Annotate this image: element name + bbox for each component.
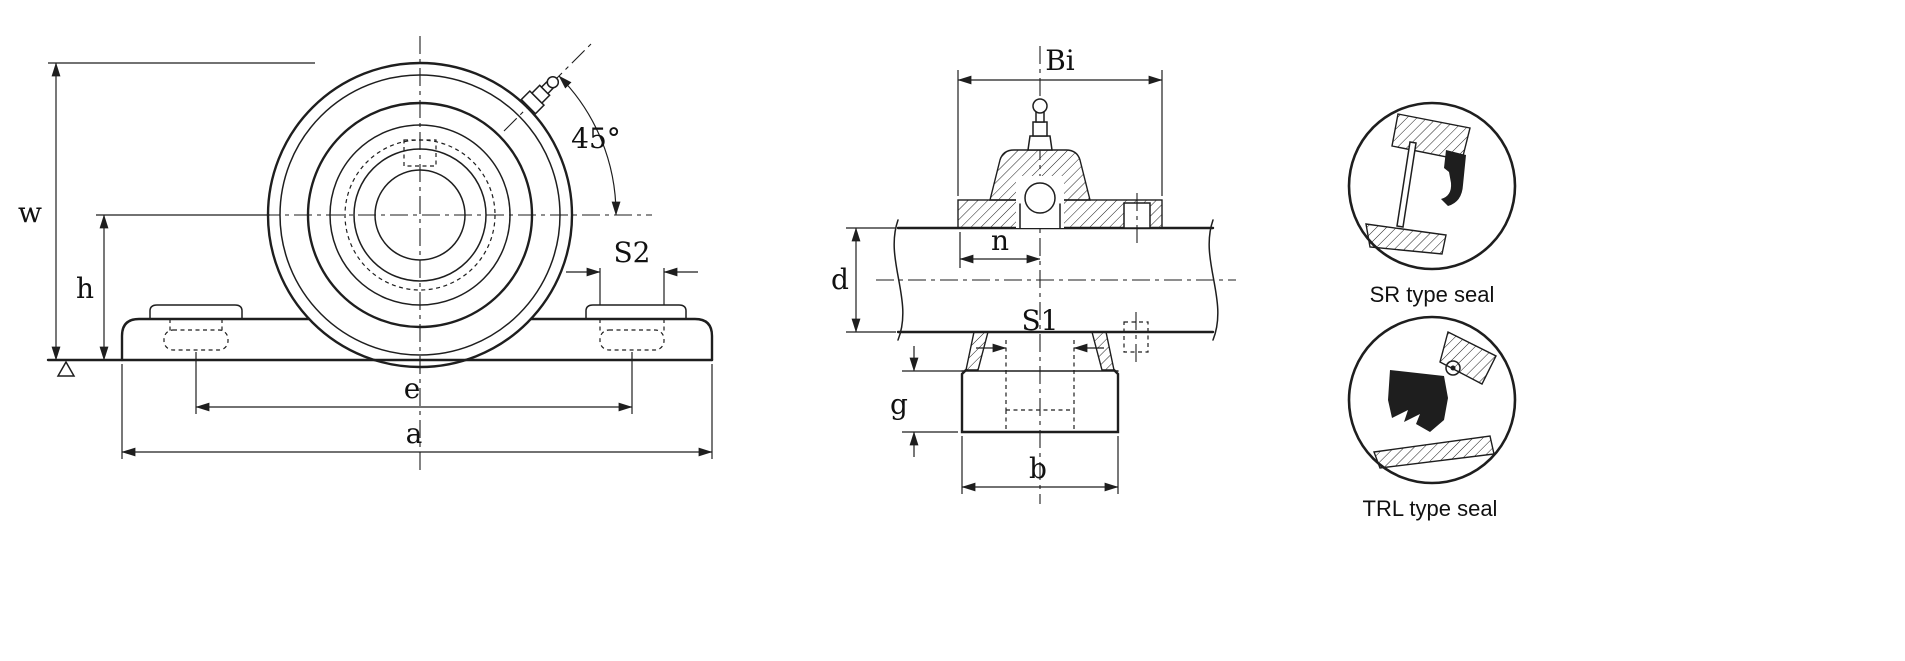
shaft-break-right	[1208, 219, 1219, 341]
grease-fitting-axis	[503, 40, 595, 132]
housing-section	[957, 149, 1163, 362]
dim-label-b: b	[1029, 452, 1047, 485]
body-wall-right	[1091, 331, 1115, 371]
front-view: w h 45° S2 e	[18, 36, 714, 470]
setscrew-hidden	[403, 139, 437, 167]
dim-label-d: d	[831, 263, 849, 296]
datum-triangle	[56, 360, 76, 377]
seal-detail-trl: TRL type seal	[1347, 315, 1517, 521]
side-view: Bi n d S1 g	[831, 44, 1236, 504]
dimension-s2: S2	[566, 236, 698, 305]
body-wall-left	[965, 331, 989, 371]
trl-garter-spring	[1445, 360, 1461, 376]
dimension-45deg: 45°	[558, 75, 621, 216]
base-section	[960, 331, 1120, 434]
dim-label-g: g	[890, 388, 908, 421]
dimension-e: e	[195, 352, 633, 414]
dimension-n: n	[959, 224, 1041, 268]
dim-label-h: h	[76, 272, 94, 305]
dimension-a: a	[121, 364, 713, 459]
dim-label-a: a	[406, 417, 423, 450]
base-front	[46, 304, 714, 362]
seal-detail-sr: SR type seal	[1347, 101, 1517, 307]
dimension-s1: S1	[976, 304, 1104, 353]
cap-section	[989, 149, 1091, 201]
bearing-ball	[1024, 182, 1056, 214]
dim-label-e: e	[404, 372, 421, 405]
sr-seal-lip	[1441, 150, 1466, 206]
dim-label-45deg: 45°	[571, 122, 621, 155]
dimension-w: w	[18, 62, 315, 361]
trl-seal-body	[1388, 370, 1448, 432]
dim-label-n: n	[991, 224, 1009, 257]
dimension-g: g	[890, 346, 962, 457]
bolt-slot-left	[163, 329, 229, 351]
shaft-bore	[374, 169, 466, 261]
sr-inner-ring-hatch	[1365, 223, 1447, 255]
bolt-slot-right	[599, 329, 665, 351]
shaft-break-left	[893, 219, 904, 341]
sr-slinger	[1396, 141, 1417, 228]
dim-label-w: w	[18, 196, 42, 229]
dimension-d: d	[831, 227, 896, 333]
dimension-b: b	[961, 436, 1119, 494]
dim-label-s2: S2	[614, 236, 651, 269]
trl-inner-ring-hatch	[1373, 435, 1495, 469]
dim-label-s1: S1	[1022, 304, 1059, 337]
grease-fitting-side	[1027, 98, 1053, 151]
dim-label-bi: Bi	[1045, 44, 1075, 77]
trl-outer-ring-hatch	[1439, 330, 1497, 385]
dimension-bi: Bi	[957, 44, 1163, 196]
dimension-h: h	[76, 214, 270, 361]
hidden-hole	[1123, 321, 1149, 353]
trl-seal-label: TRL type seal	[1363, 496, 1498, 521]
sr-seal-label: SR type seal	[1370, 282, 1495, 307]
grease-fitting-front	[503, 40, 595, 132]
